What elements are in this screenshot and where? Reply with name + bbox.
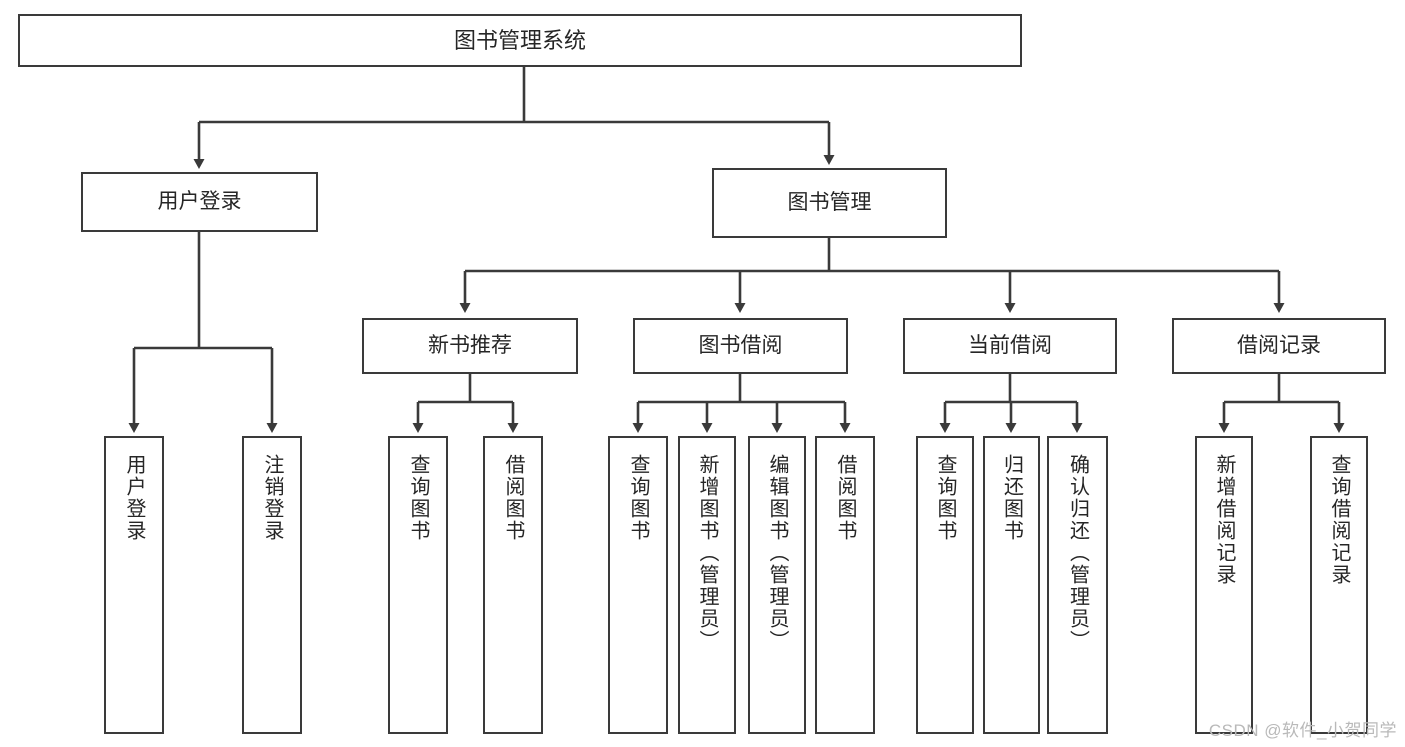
node-root-book-management-system[interactable]: 图书管理系统 (18, 14, 1022, 67)
leaf-logout[interactable]: 注销登录 (242, 436, 302, 734)
node-label: 新增借阅记录 (1213, 454, 1235, 586)
leaf-query-book-current[interactable]: 查询图书 (916, 436, 974, 734)
node-book-borrow[interactable]: 图书借阅 (633, 318, 848, 374)
leaf-query-book-borrow[interactable]: 查询图书 (608, 436, 668, 734)
leaf-edit-book-admin[interactable]: 编辑图书（管理员） (748, 436, 806, 734)
node-current-borrow[interactable]: 当前借阅 (903, 318, 1117, 374)
leaf-borrow-book-recommend[interactable]: 借阅图书 (483, 436, 543, 734)
leaf-query-borrow-record[interactable]: 查询借阅记录 (1310, 436, 1368, 734)
watermark: CSDN @软件_小贺同学 (1208, 721, 1397, 740)
node-label: 查询借阅记录 (1328, 454, 1350, 586)
node-label: 归还图书 (1000, 454, 1023, 542)
node-label: 查询图书 (627, 454, 649, 542)
node-label: 图书管理 (787, 190, 872, 214)
node-label: 编辑图书（管理员） (766, 454, 788, 652)
leaf-user-login[interactable]: 用户登录 (104, 436, 164, 734)
node-label: 注销登录 (261, 454, 283, 542)
node-borrow-record[interactable]: 借阅记录 (1172, 318, 1386, 374)
node-label: 图书管理系统 (453, 27, 586, 53)
node-user-login[interactable]: 用户登录 (81, 172, 318, 232)
node-label: 借阅图书 (502, 454, 524, 542)
leaf-query-book-recommend[interactable]: 查询图书 (388, 436, 448, 734)
node-label: 图书借阅 (698, 333, 783, 357)
node-label: 当前借阅 (968, 333, 1052, 357)
node-label: 查询图书 (934, 454, 956, 542)
node-label: 新书推荐 (428, 333, 512, 357)
node-label: 查询图书 (407, 454, 429, 542)
leaf-return-book[interactable]: 归还图书 (983, 436, 1040, 734)
node-new-book-recommend[interactable]: 新书推荐 (362, 318, 578, 374)
node-label: 借阅记录 (1237, 333, 1321, 357)
node-book-management[interactable]: 图书管理 (712, 168, 947, 238)
leaf-borrow-book[interactable]: 借阅图书 (815, 436, 875, 734)
leaf-confirm-return-admin[interactable]: 确认归还（管理员） (1047, 436, 1108, 734)
leaf-add-borrow-record[interactable]: 新增借阅记录 (1195, 436, 1253, 734)
node-label: 确认归还（管理员） (1066, 454, 1089, 652)
node-label: 新增图书（管理员） (696, 454, 718, 652)
node-label: 用户登录 (157, 189, 242, 213)
node-label: 借阅图书 (834, 454, 856, 542)
leaf-add-book-admin[interactable]: 新增图书（管理员） (678, 436, 736, 734)
node-label: 用户登录 (123, 454, 145, 542)
